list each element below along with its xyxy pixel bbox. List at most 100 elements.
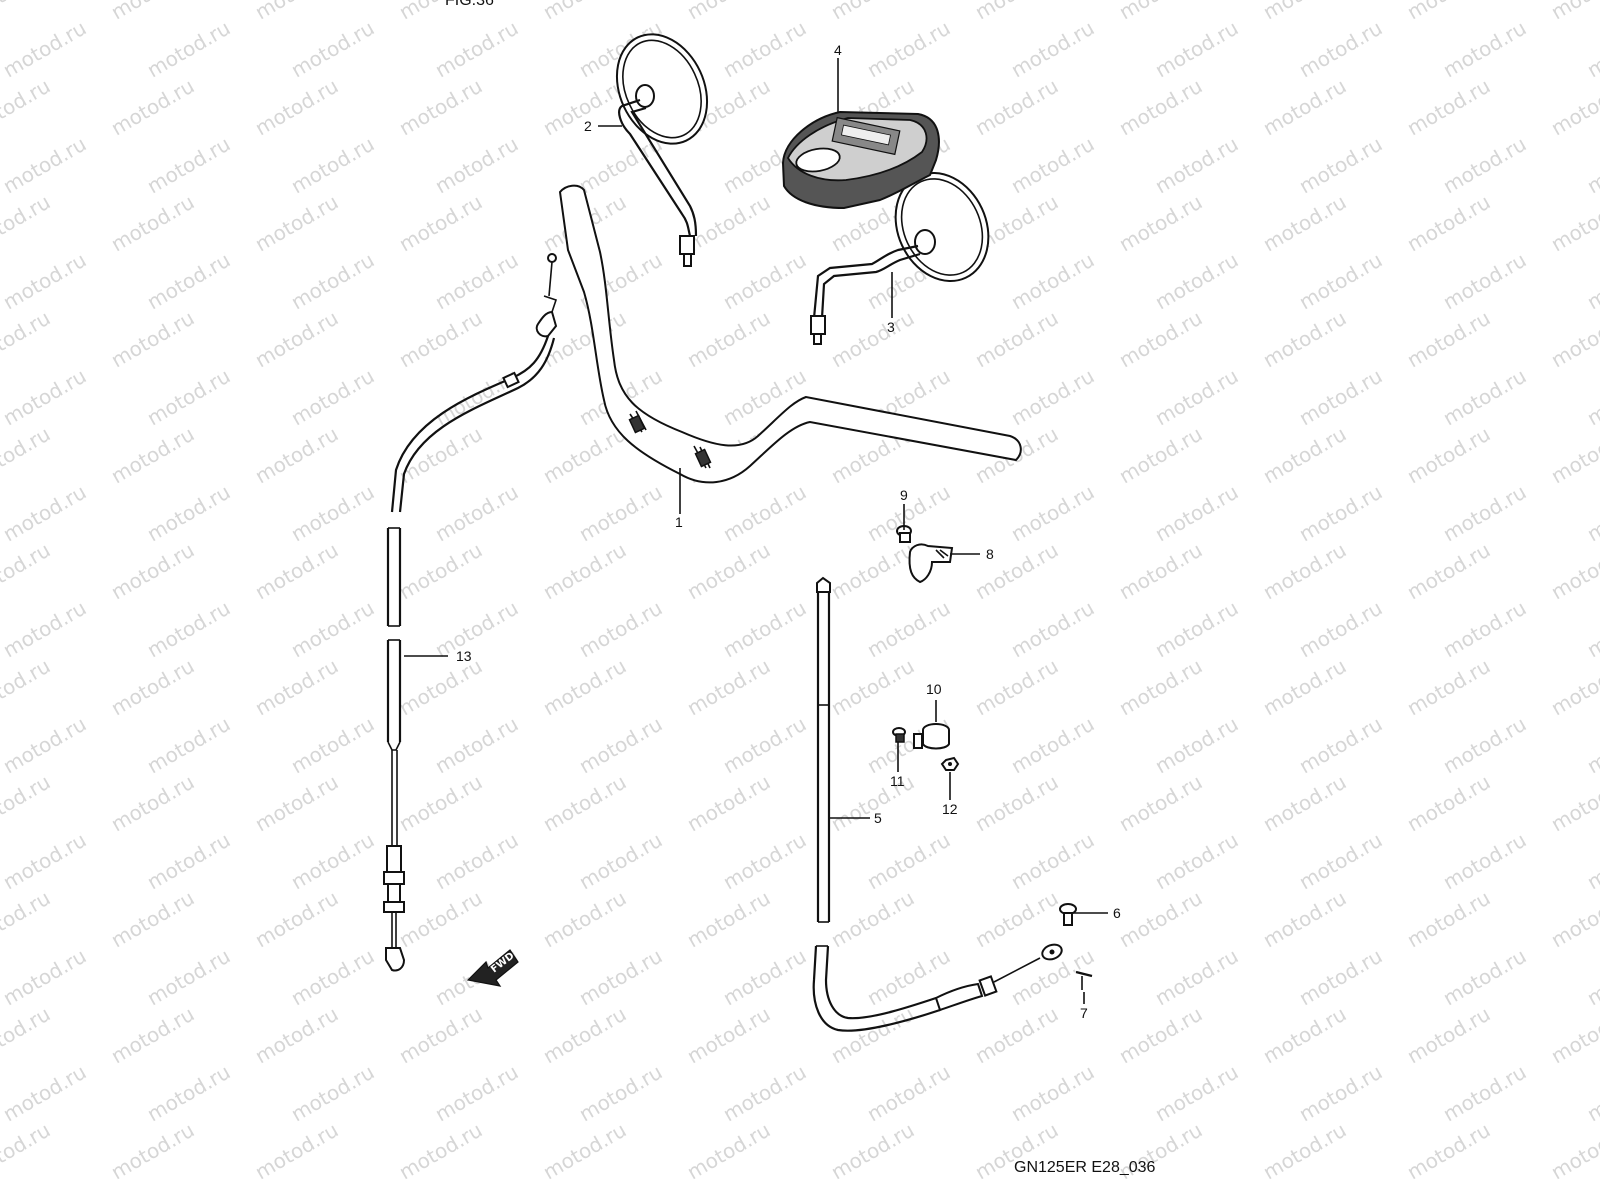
screw-6 [1059,903,1077,926]
watermark-text: motod.ru [431,712,522,779]
watermark-text: motod.ru [1115,422,1206,489]
watermark-text: motod.ru [1295,480,1386,547]
watermark-text: motod.ru [1547,0,1600,24]
watermark-text: motod.ru [1403,0,1494,24]
watermark-text: motod.ru [395,1118,486,1185]
watermark-text: motod.ru [863,1060,954,1127]
watermark-text: motod.ru [251,74,342,141]
watermark-text: motod.ru [827,538,918,605]
watermark-text: motod.ru [719,1060,810,1127]
watermark-text: motod.ru [1151,596,1242,663]
watermark-text: motod.ru [107,1118,198,1185]
watermark-text: motod.ru [575,480,666,547]
watermark-text: motod.ru [863,828,954,895]
callout-6: 6 [1113,905,1121,921]
watermark-text: motod.ru [0,944,90,1011]
watermark-text: motod.ru [143,596,234,663]
watermark-text: motod.ru [251,654,342,721]
nut-12 [940,756,960,771]
watermark-text: motod.ru [971,1002,1062,1069]
watermark-text: motod.ru [1547,654,1600,721]
watermark-text: motod.ru [107,886,198,953]
watermark-text: motod.ru [0,1002,54,1069]
watermark-text: motod.ru [1295,944,1386,1011]
watermark-text: motod.ru [143,248,234,315]
watermark-text: motod.ru [1151,712,1242,779]
watermark-text: motod.ru [1259,654,1350,721]
watermark-text: motod.ru [143,480,234,547]
watermark-text: motod.ru [575,132,666,199]
watermark-text: motod.ru [1547,538,1600,605]
watermark-text: motod.ru [575,596,666,663]
watermark-text: motod.ru [0,422,54,489]
watermark-text: motod.ru [143,132,234,199]
callout-5: 5 [874,810,882,826]
watermark-text: motod.ru [107,654,198,721]
watermark-text: motod.ru [971,654,1062,721]
watermark-text: motod.ru [971,770,1062,837]
watermark-text: motod.ru [1439,712,1530,779]
watermark-text: motod.ru [1439,944,1530,1011]
watermark-text: motod.ru [107,0,198,24]
watermark-text: motod.ru [1403,538,1494,605]
watermark-text: motod.ru [539,1118,630,1185]
watermark-text: motod.ru [251,1118,342,1185]
watermark-text: motod.ru [0,248,90,315]
watermark-text: motod.ru [1547,422,1600,489]
watermark-text: motod.ru [1439,364,1530,431]
watermark-text: motod.ru [287,1060,378,1127]
watermark-text: motod.ru [431,132,522,199]
watermark-text: motod.ru [431,480,522,547]
watermark-text: motod.ru [251,190,342,257]
watermark-text: motod.ru [1439,16,1530,83]
watermark-text: motod.ru [1583,364,1600,431]
watermark-text: motod.ru [0,828,90,895]
meter-assembly [781,110,940,210]
watermark-text: motod.ru [1403,1118,1494,1185]
watermark-text: motod.ru [539,654,630,721]
watermark-text: motod.ru [107,190,198,257]
watermark-text: motod.ru [1583,132,1600,199]
callout-10: 10 [926,681,942,697]
watermark-text: motod.ru [143,828,234,895]
clutch-cable [383,253,558,972]
watermark-text: motod.ru [1583,16,1600,83]
watermark-text: motod.ru [1439,480,1530,547]
watermark-text: motod.ru [251,422,342,489]
watermark-text: motod.ru [0,74,54,141]
watermark-text: motod.ru [971,74,1062,141]
watermark-text: motod.ru [1583,480,1600,547]
watermark-text: motod.ru [107,422,198,489]
watermark-text: motod.ru [1439,248,1530,315]
callout-4: 4 [834,42,842,58]
watermark-text: motod.ru [0,480,90,547]
watermark-text: motod.ru [827,654,918,721]
watermark-text: motod.ru [1007,480,1098,547]
watermark-text: motod.ru [971,538,1062,605]
callout-12: 12 [942,801,958,817]
pin-7 [1075,970,1093,990]
leader-lines [404,58,1108,1004]
watermark-text: motod.ru [251,770,342,837]
watermark-text: motod.ru [0,1118,54,1185]
watermark-text: motod.ru [863,16,954,83]
watermark-text: motod.ru [1583,712,1600,779]
callout-2: 2 [584,118,592,134]
watermark-text: motod.ru [827,0,918,24]
watermark-text: motod.ru [827,306,918,373]
watermark-text: motod.ru [431,1060,522,1127]
watermark-text: motod.ru [827,770,918,837]
watermark-text: motod.ru [1547,306,1600,373]
watermark-text: motod.ru [1403,886,1494,953]
watermark-text: motod.ru [1007,248,1098,315]
watermark-text: motod.ru [287,712,378,779]
watermark-text: motod.ru [1259,422,1350,489]
watermark-text: motod.ru [1151,248,1242,315]
watermark-text: motod.ru [287,828,378,895]
watermark-text: motod.ru [1151,1060,1242,1127]
watermark-text: motod.ru [143,16,234,83]
watermark-text: motod.ru [1403,770,1494,837]
watermark-text: motod.ru [287,596,378,663]
watermark-text: motod.ru [1403,190,1494,257]
watermark-text: motod.ru [719,944,810,1011]
